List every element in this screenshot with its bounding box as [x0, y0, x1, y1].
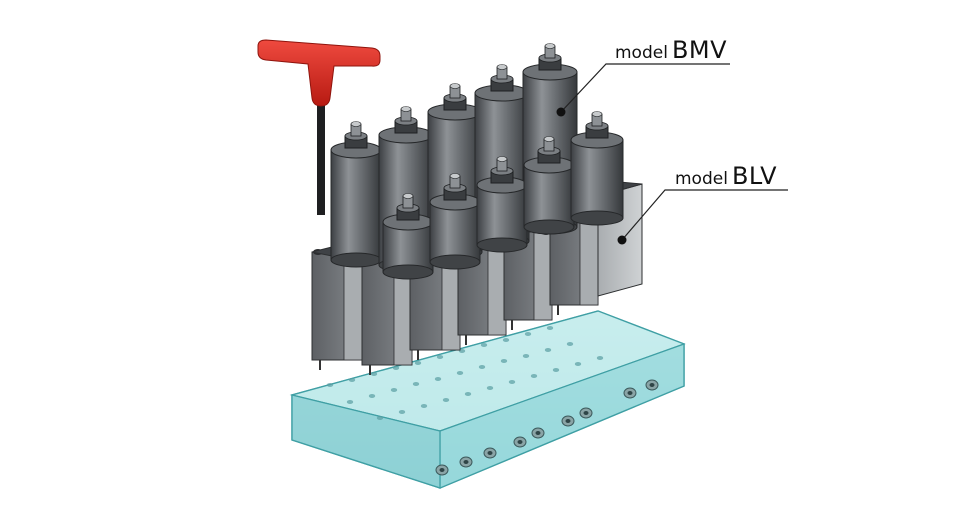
- manifold-hole: [530, 374, 538, 378]
- valve-block-side: [343, 251, 363, 361]
- manifold-hole: [502, 338, 510, 342]
- manifold-hole: [326, 383, 334, 387]
- solenoid-body: [570, 139, 624, 219]
- solenoid-base: [330, 252, 382, 268]
- manifold-hole: [500, 359, 508, 363]
- solenoid-base: [570, 210, 624, 226]
- manifold-block: [289, 310, 686, 489]
- callout-dot-icon: [617, 235, 627, 245]
- manifold-port-bore: [517, 440, 523, 444]
- manifold-hole: [398, 410, 406, 414]
- solenoid-body: [523, 164, 575, 228]
- manifold-hole: [478, 365, 486, 369]
- solenoid-base: [523, 219, 575, 235]
- manifold-hole: [412, 382, 420, 386]
- manifold-hole: [392, 366, 400, 370]
- manifold-port-bore: [649, 383, 655, 387]
- manifold-hole: [414, 361, 422, 365]
- solenoid-stem-top: [496, 156, 508, 162]
- manifold-hole: [566, 342, 574, 346]
- manifold-hole: [544, 348, 552, 352]
- solenoid-cylinders: [330, 43, 624, 280]
- manifold-port-bore: [439, 468, 445, 472]
- manifold-port-bore: [535, 431, 541, 435]
- manifold-hole: [348, 378, 356, 382]
- t-handle-hex-key-icon: [257, 39, 381, 215]
- manifold-hole: [368, 394, 376, 398]
- solenoid-base: [476, 237, 528, 253]
- manifold-port-bore: [583, 411, 589, 415]
- manifold-hole: [552, 368, 560, 372]
- solenoid-body: [476, 184, 528, 246]
- manifold-ports: [326, 326, 659, 476]
- manifold-hole: [434, 377, 442, 381]
- manifold-hole: [480, 343, 488, 347]
- manifold-hole: [370, 372, 378, 376]
- manifold-hole: [464, 392, 472, 396]
- solenoid-stem-top: [449, 83, 461, 89]
- solenoid-body: [330, 149, 382, 261]
- solenoid-stem-top: [350, 121, 362, 127]
- solenoid-stem-top: [543, 136, 555, 142]
- manifold-hole: [442, 398, 450, 402]
- manifold-hole: [522, 354, 530, 358]
- manifold-hole: [390, 388, 398, 392]
- valve-block-side: [487, 241, 507, 336]
- manifold-hole: [596, 356, 604, 360]
- manifold-hole: [456, 371, 464, 375]
- valve-block-side: [533, 231, 553, 321]
- solenoid-stem-top: [402, 193, 414, 199]
- solenoid-base: [429, 254, 481, 270]
- solenoid-stem-top: [544, 43, 556, 49]
- solenoid-base: [382, 264, 434, 280]
- manifold-hole: [524, 332, 532, 336]
- manifold-hole: [436, 355, 444, 359]
- manifold-hole: [346, 400, 354, 404]
- manifold-hole: [574, 362, 582, 366]
- manifold-hole: [508, 380, 516, 384]
- solenoid-stem-top: [400, 106, 412, 112]
- callout-dot-icon: [556, 107, 566, 117]
- manifold-port-bore: [463, 460, 469, 464]
- manifold-port-bore: [627, 391, 633, 395]
- solenoid-body: [429, 201, 481, 263]
- solenoid-stem-top: [449, 173, 461, 179]
- manifold-hole: [420, 404, 428, 408]
- solenoid-stem-top: [496, 64, 508, 70]
- manifold-hole: [376, 416, 384, 420]
- manifold-hole: [546, 326, 554, 330]
- manifold-hole: [486, 386, 494, 390]
- manifold-port-bore: [487, 451, 493, 455]
- manifold-port-bore: [565, 419, 571, 423]
- valve-block-side: [579, 221, 599, 306]
- solenoid-stem-top: [591, 111, 603, 117]
